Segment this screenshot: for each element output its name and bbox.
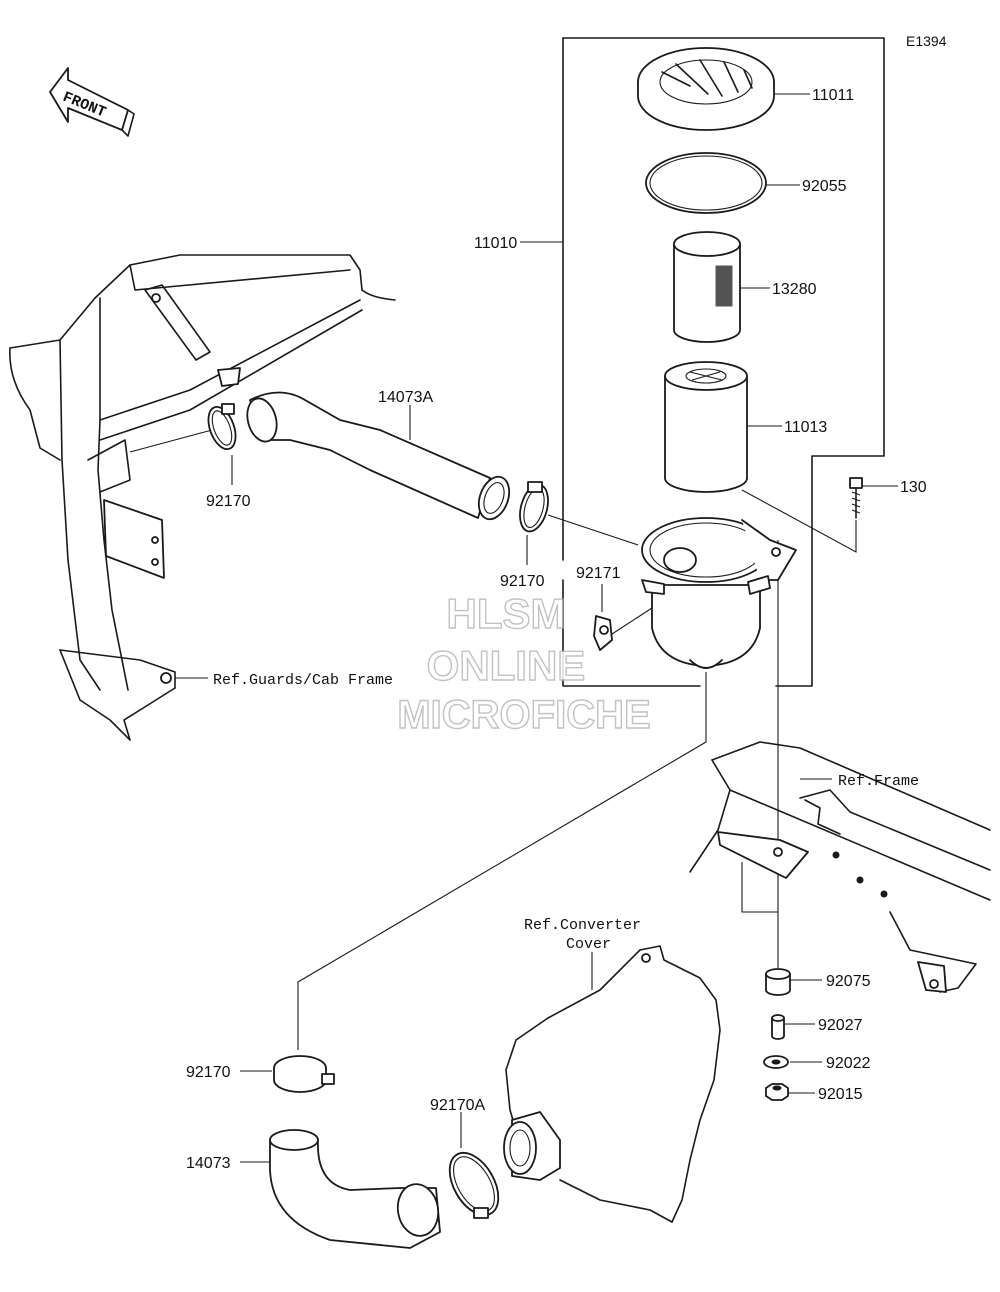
part-label-92055[interactable]: 92055 (802, 178, 847, 195)
watermark: HLSM ONLINE MICROFICHE (397, 589, 652, 737)
part-label-92170-middle[interactable]: 92170 (500, 573, 545, 590)
grommet (765, 968, 791, 996)
front-arrow-icon: FRONT (49, 67, 135, 137)
ref-label-converter-cover: Cover (566, 936, 611, 953)
washer (763, 1055, 789, 1069)
part-label-92075[interactable]: 92075 (826, 973, 871, 990)
collar (771, 1014, 785, 1040)
part-label-11011[interactable]: 11011 (812, 87, 854, 104)
part-label-14073[interactable]: 14073 (186, 1155, 231, 1172)
part-label-92015[interactable]: 92015 (818, 1086, 863, 1103)
part-label-14073A[interactable]: 14073A (378, 389, 433, 406)
svg-text:MICROFICHE: MICROFICHE (397, 693, 650, 737)
clip (593, 607, 653, 651)
hose-clamp-upper-left (207, 403, 237, 450)
part-label-92170-lower[interactable]: 92170 (186, 1064, 231, 1081)
part-label-92171[interactable]: 92171 (576, 565, 621, 582)
assembly-bracket (520, 37, 885, 687)
diagram-code: E1394 (906, 33, 947, 49)
hose-clamp-lower (273, 1055, 335, 1093)
bolt (849, 477, 863, 519)
leader-lines (129, 93, 898, 1163)
cab-frame (9, 254, 396, 741)
ref-label-guards: Ref.Guards/Cab Frame (213, 672, 393, 689)
o-ring (645, 152, 767, 214)
air-cleaner-cap (637, 47, 775, 131)
intake-duct (246, 391, 511, 521)
hose-clamp-92170A (448, 1152, 500, 1219)
elbow-duct (269, 1129, 441, 1249)
part-label-130[interactable]: 130 (900, 479, 927, 496)
pre-filter-sleeve (673, 231, 741, 343)
part-label-92170A[interactable]: 92170A (430, 1097, 485, 1114)
air-cleaner-housing (641, 517, 797, 669)
main-frame (689, 741, 991, 993)
part-label-13280[interactable]: 13280 (772, 281, 817, 298)
filter-element (664, 361, 748, 493)
hose-clamp-middle (519, 481, 549, 533)
ref-label-frame: Ref.Frame (838, 773, 919, 790)
svg-text:HLSM: HLSM (447, 590, 566, 637)
svg-text:ONLINE: ONLINE (427, 642, 586, 689)
ref-label-converter: Ref.Converter (524, 917, 641, 934)
part-label-11013[interactable]: 11013 (784, 419, 827, 436)
part-label-92170-upper[interactable]: 92170 (206, 493, 251, 510)
converter-cover (503, 945, 721, 1223)
part-label-11010[interactable]: 11010 (474, 235, 517, 252)
nut (765, 1083, 789, 1101)
part-label-92027[interactable]: 92027 (818, 1017, 863, 1034)
part-label-92022[interactable]: 92022 (826, 1055, 871, 1072)
